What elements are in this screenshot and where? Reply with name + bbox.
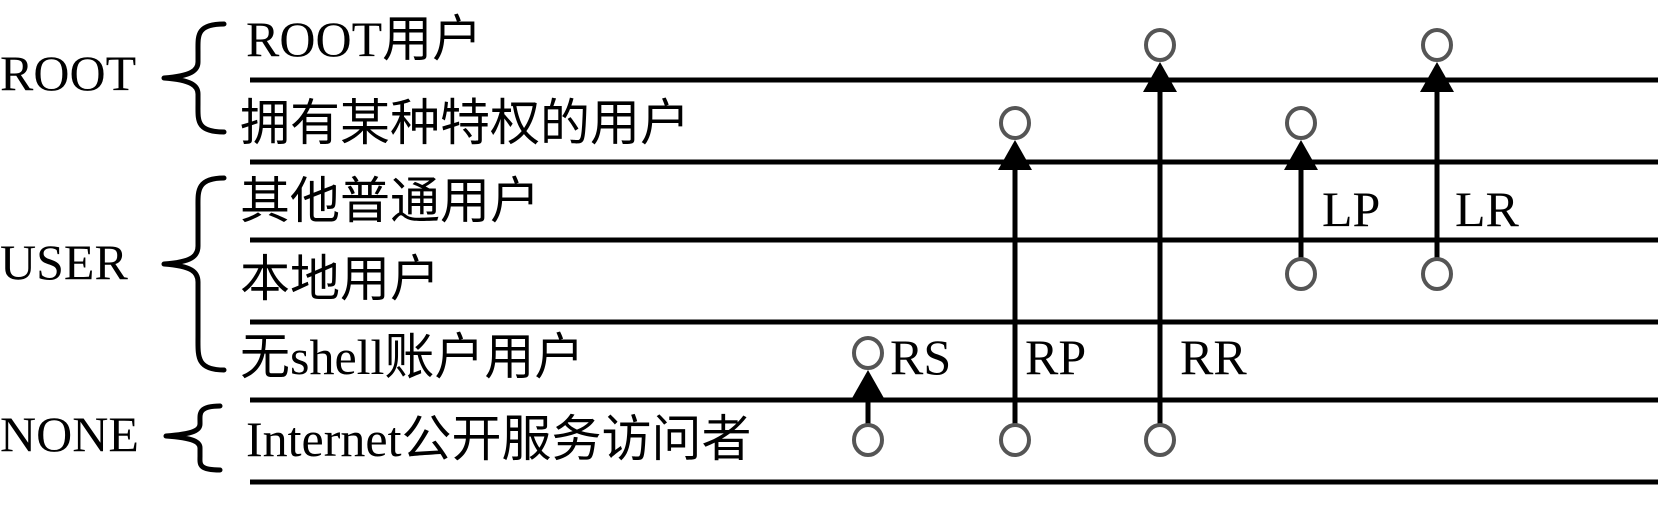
end-node-circle [852,336,884,370]
start-node-circle [1421,257,1453,291]
level-label-other-regular-user: 其他普通用户 [240,173,540,229]
arrowhead [851,370,885,400]
arrowhead [1420,62,1454,92]
level-label-root-user: ROOT用户 [246,11,482,67]
arrow-rs: RS [851,329,951,457]
group-label-root: ROOT [0,45,136,101]
separator-lines [250,77,1658,485]
end-node-circle [999,106,1031,140]
group-braces [161,21,227,473]
root-group-brace [161,21,227,135]
level-label-no-shell-account-user: 无shell账户用户 [240,329,584,385]
start-node-circle [999,423,1031,457]
user-group-brace [161,175,227,373]
none-group-brace [163,403,223,473]
arrowhead [998,140,1032,170]
arrow-label-rp: RP [1025,329,1086,385]
arrow-label-lp: LP [1322,181,1380,237]
arrow-lp: LP [1284,106,1380,291]
group-label-user: USER [0,234,128,290]
arrowhead [1284,140,1318,170]
end-node-circle [1421,28,1453,62]
escalation-arrows: RS RP RR LP LR [851,28,1520,457]
start-node-circle [1144,423,1176,457]
arrow-rp: RP [998,106,1086,457]
arrow-rr: RR [1143,28,1247,457]
arrow-label-rr: RR [1180,329,1247,385]
level-label-local-user: 本地用户 [240,251,440,307]
arrow-label-rs: RS [890,329,951,385]
start-node-circle [1285,257,1317,291]
arrow-label-lr: LR [1455,181,1520,237]
arrowhead [1143,62,1177,92]
level-label-privileged-user: 拥有某种特权的用户 [240,95,690,151]
start-node-circle [852,423,884,457]
end-node-circle [1285,106,1317,140]
end-node-circle [1144,28,1176,62]
arrow-lr: LR [1420,28,1520,291]
level-label-internet-public-service-visitor: Internet公开服务访问者 [246,411,751,467]
group-label-none: NONE [0,406,139,462]
